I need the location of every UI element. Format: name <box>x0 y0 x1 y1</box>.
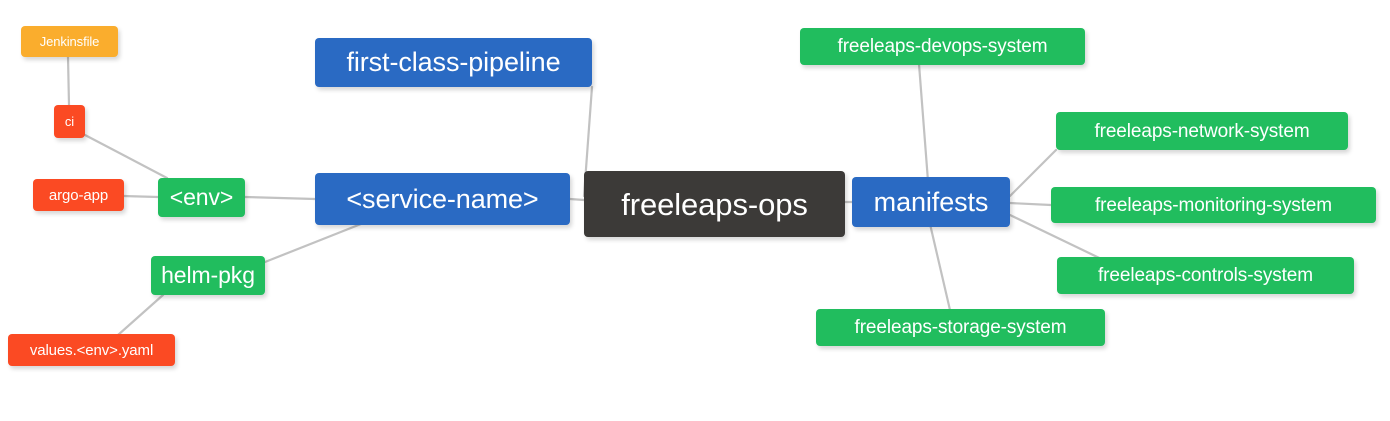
node-label: helm-pkg <box>161 262 255 288</box>
node-freeleaps-controls-system[interactable]: freeleaps-controls-system <box>1057 257 1354 294</box>
node-ci[interactable]: ci <box>54 105 85 138</box>
node-freeleaps-monitoring-system[interactable]: freeleaps-monitoring-system <box>1051 187 1376 223</box>
node-jenkinsfile[interactable]: Jenkinsfile <box>21 26 118 57</box>
node-label: freeleaps-monitoring-system <box>1095 194 1332 216</box>
node-label: Jenkinsfile <box>39 34 100 49</box>
node-label: <service-name> <box>346 183 539 214</box>
node-freeleaps-storage-system[interactable]: freeleaps-storage-system <box>816 309 1105 346</box>
edge-manifests-devops-system <box>917 62 930 183</box>
node-freeleaps-network-system[interactable]: freeleaps-network-system <box>1056 112 1348 150</box>
edge-service-name-helm-pkg <box>263 220 368 264</box>
node-label: freeleaps-ops <box>621 186 808 222</box>
edge-helm-pkg-values-yaml <box>116 293 165 337</box>
node-first-class-pipeline[interactable]: first-class-pipeline <box>315 38 592 87</box>
node-values-yaml[interactable]: values.<env>.yaml <box>8 334 175 366</box>
node-service-name[interactable]: <service-name> <box>315 173 570 225</box>
node-label: manifests <box>873 186 989 217</box>
edge-ci-jenkinsfile <box>66 55 71 107</box>
edge-manifests-monitoring-system <box>1008 201 1053 207</box>
node-label: freeleaps-storage-system <box>854 317 1067 338</box>
node-manifests[interactable]: manifests <box>852 177 1010 227</box>
node-argo-app[interactable]: argo-app <box>33 179 124 211</box>
node-label: values.<env>.yaml <box>29 341 154 359</box>
node-helm-pkg[interactable]: helm-pkg <box>151 256 265 295</box>
node-label: first-class-pipeline <box>346 47 561 77</box>
edge-manifests-network-system <box>1008 148 1058 198</box>
node-label: freeleaps-network-system <box>1094 120 1310 142</box>
edge-env-argo-app <box>122 194 160 199</box>
node-env[interactable]: <env> <box>158 178 245 217</box>
edge-service-name-env <box>243 195 317 201</box>
edge-env-ci <box>83 133 169 180</box>
node-label: argo-app <box>48 186 109 204</box>
edge-root-service-name <box>568 197 586 202</box>
node-label: freeleaps-devops-system <box>837 36 1048 57</box>
node-label: freeleaps-controls-system <box>1097 265 1314 286</box>
node-label: ci <box>64 114 75 129</box>
node-freeleaps-devops-system[interactable]: freeleaps-devops-system <box>800 28 1085 65</box>
node-root-freeleaps-ops[interactable]: freeleaps-ops <box>584 171 845 237</box>
edge-manifests-storage-system <box>928 222 952 312</box>
node-label: <env> <box>169 184 234 210</box>
